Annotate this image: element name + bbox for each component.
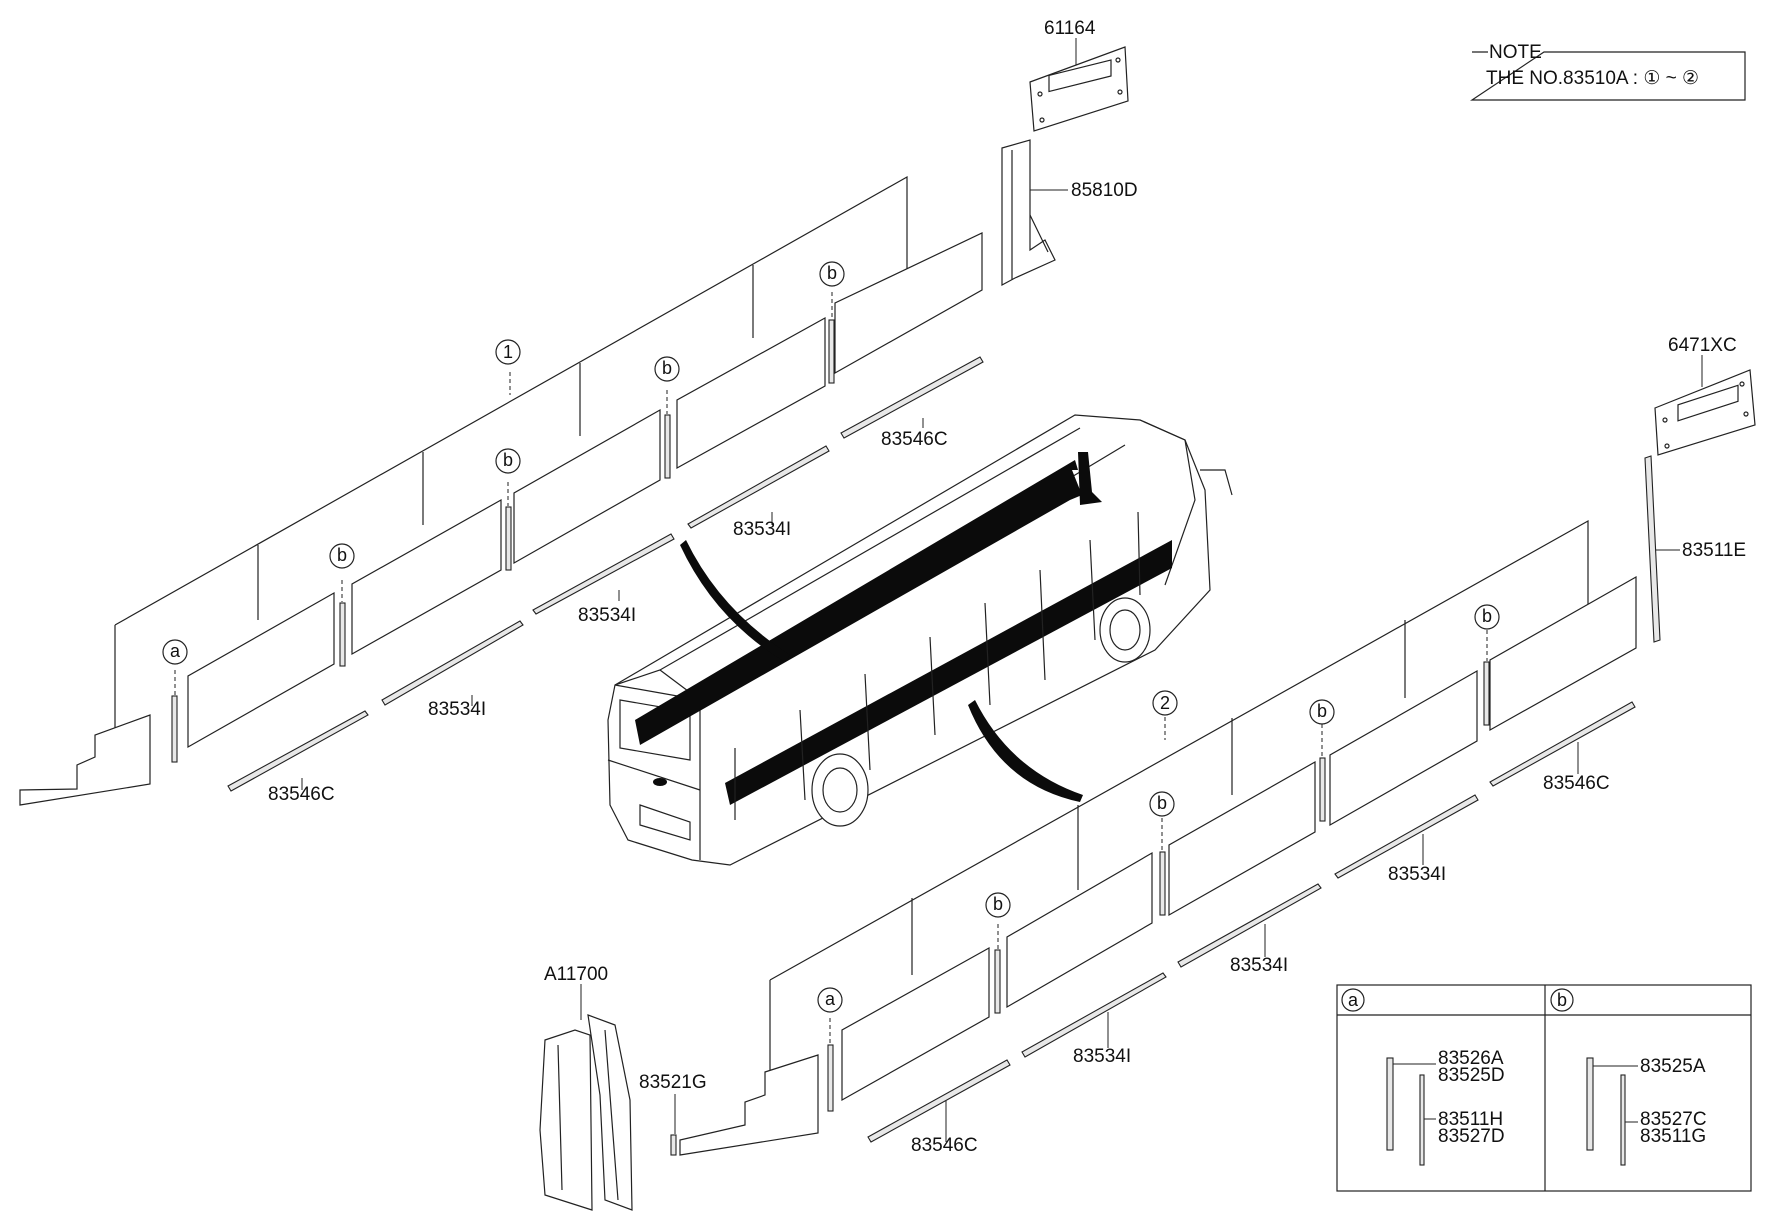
- legend-b-item: 83511G: [1640, 1126, 1706, 1147]
- legend-a-item: 83527D: [1438, 1126, 1505, 1147]
- legend-a-item: 83511H: [1438, 1109, 1503, 1130]
- part-6471XC: 6471XC: [1654, 335, 1756, 456]
- bus-illustration: [607, 414, 1233, 866]
- svg-text:b: b: [503, 450, 513, 470]
- marker-circle-2: 2: [1152, 690, 1178, 716]
- note-text: THE NO.83510A : ① ~ ②: [1486, 68, 1699, 89]
- marker-b: b: [1309, 699, 1335, 725]
- label-83546C: 83546C: [1543, 773, 1610, 794]
- legend-b-item: 83525A: [1640, 1056, 1706, 1077]
- part-83521G: 83521G: [639, 1072, 707, 1134]
- marker-a: a: [817, 987, 843, 1013]
- marker-b: b: [985, 892, 1011, 918]
- upper-panel-assembly: 1 a b b b b 83546C 83534I 83534I 83534I …: [19, 175, 984, 806]
- marker-circle-1: 1: [495, 339, 521, 365]
- part-85810D: 85810D: [1001, 139, 1138, 287]
- label-83534I: 83534I: [733, 519, 791, 540]
- label-83534I: 83534I: [578, 605, 636, 626]
- label-A11700: A11700: [544, 964, 608, 985]
- part-61164: 61164: [1029, 18, 1129, 132]
- marker-a: a: [162, 639, 188, 665]
- svg-text:a: a: [1348, 990, 1359, 1010]
- svg-text:2: 2: [1160, 693, 1170, 713]
- label-83546C: 83546C: [881, 429, 948, 450]
- svg-text:b: b: [1557, 990, 1567, 1010]
- marker-b: b: [495, 448, 521, 474]
- label-6471XC: 6471XC: [1668, 335, 1737, 356]
- marker-b: b: [654, 356, 680, 382]
- svg-text:b: b: [1317, 701, 1327, 721]
- legend-header-a: a: [1341, 988, 1365, 1012]
- marker-b: b: [819, 261, 845, 287]
- svg-text:b: b: [827, 263, 837, 283]
- label-83534I: 83534I: [1230, 955, 1288, 976]
- label-83521G: 83521G: [639, 1072, 707, 1093]
- label-83534I: 83534I: [428, 699, 486, 720]
- label-83546C: 83546C: [911, 1135, 978, 1156]
- svg-text:b: b: [662, 358, 672, 378]
- legend-a-item: 83525D: [1438, 1065, 1505, 1086]
- svg-text:a: a: [825, 989, 836, 1009]
- svg-text:1: 1: [503, 342, 513, 362]
- part-83511E: 83511E: [1644, 455, 1746, 643]
- label-85810D: 85810D: [1071, 180, 1138, 201]
- marker-b: b: [329, 543, 355, 569]
- lower-panel-assembly: 2 a b b b b 83546C 83534I 83534I 83534I …: [670, 519, 1637, 1156]
- marker-b: b: [1149, 791, 1175, 817]
- note-title: NOTE: [1489, 42, 1542, 63]
- label-83511E: 83511E: [1682, 540, 1746, 561]
- svg-text:b: b: [1157, 793, 1167, 813]
- label-83534I: 83534I: [1073, 1046, 1131, 1067]
- note-box: NOTE THE NO.83510A : ① ~ ②: [1470, 42, 1746, 101]
- svg-text:a: a: [170, 641, 181, 661]
- label-83546C: 83546C: [268, 784, 335, 805]
- svg-text:b: b: [993, 894, 1003, 914]
- svg-text:b: b: [337, 545, 347, 565]
- legend-b-item: 83527C: [1640, 1109, 1707, 1130]
- label-61164: 61164: [1044, 18, 1096, 39]
- svg-text:b: b: [1482, 606, 1492, 626]
- legend-a-item: 83526A: [1438, 1048, 1504, 1069]
- marker-b: b: [1474, 604, 1500, 630]
- legend-header-b: b: [1550, 988, 1574, 1012]
- label-83534I: 83534I: [1388, 864, 1446, 885]
- legend-table: a b 83526A 83525D 83511H 83527D 83525A 8…: [1336, 984, 1752, 1192]
- part-A11700: A11700: [539, 964, 633, 1211]
